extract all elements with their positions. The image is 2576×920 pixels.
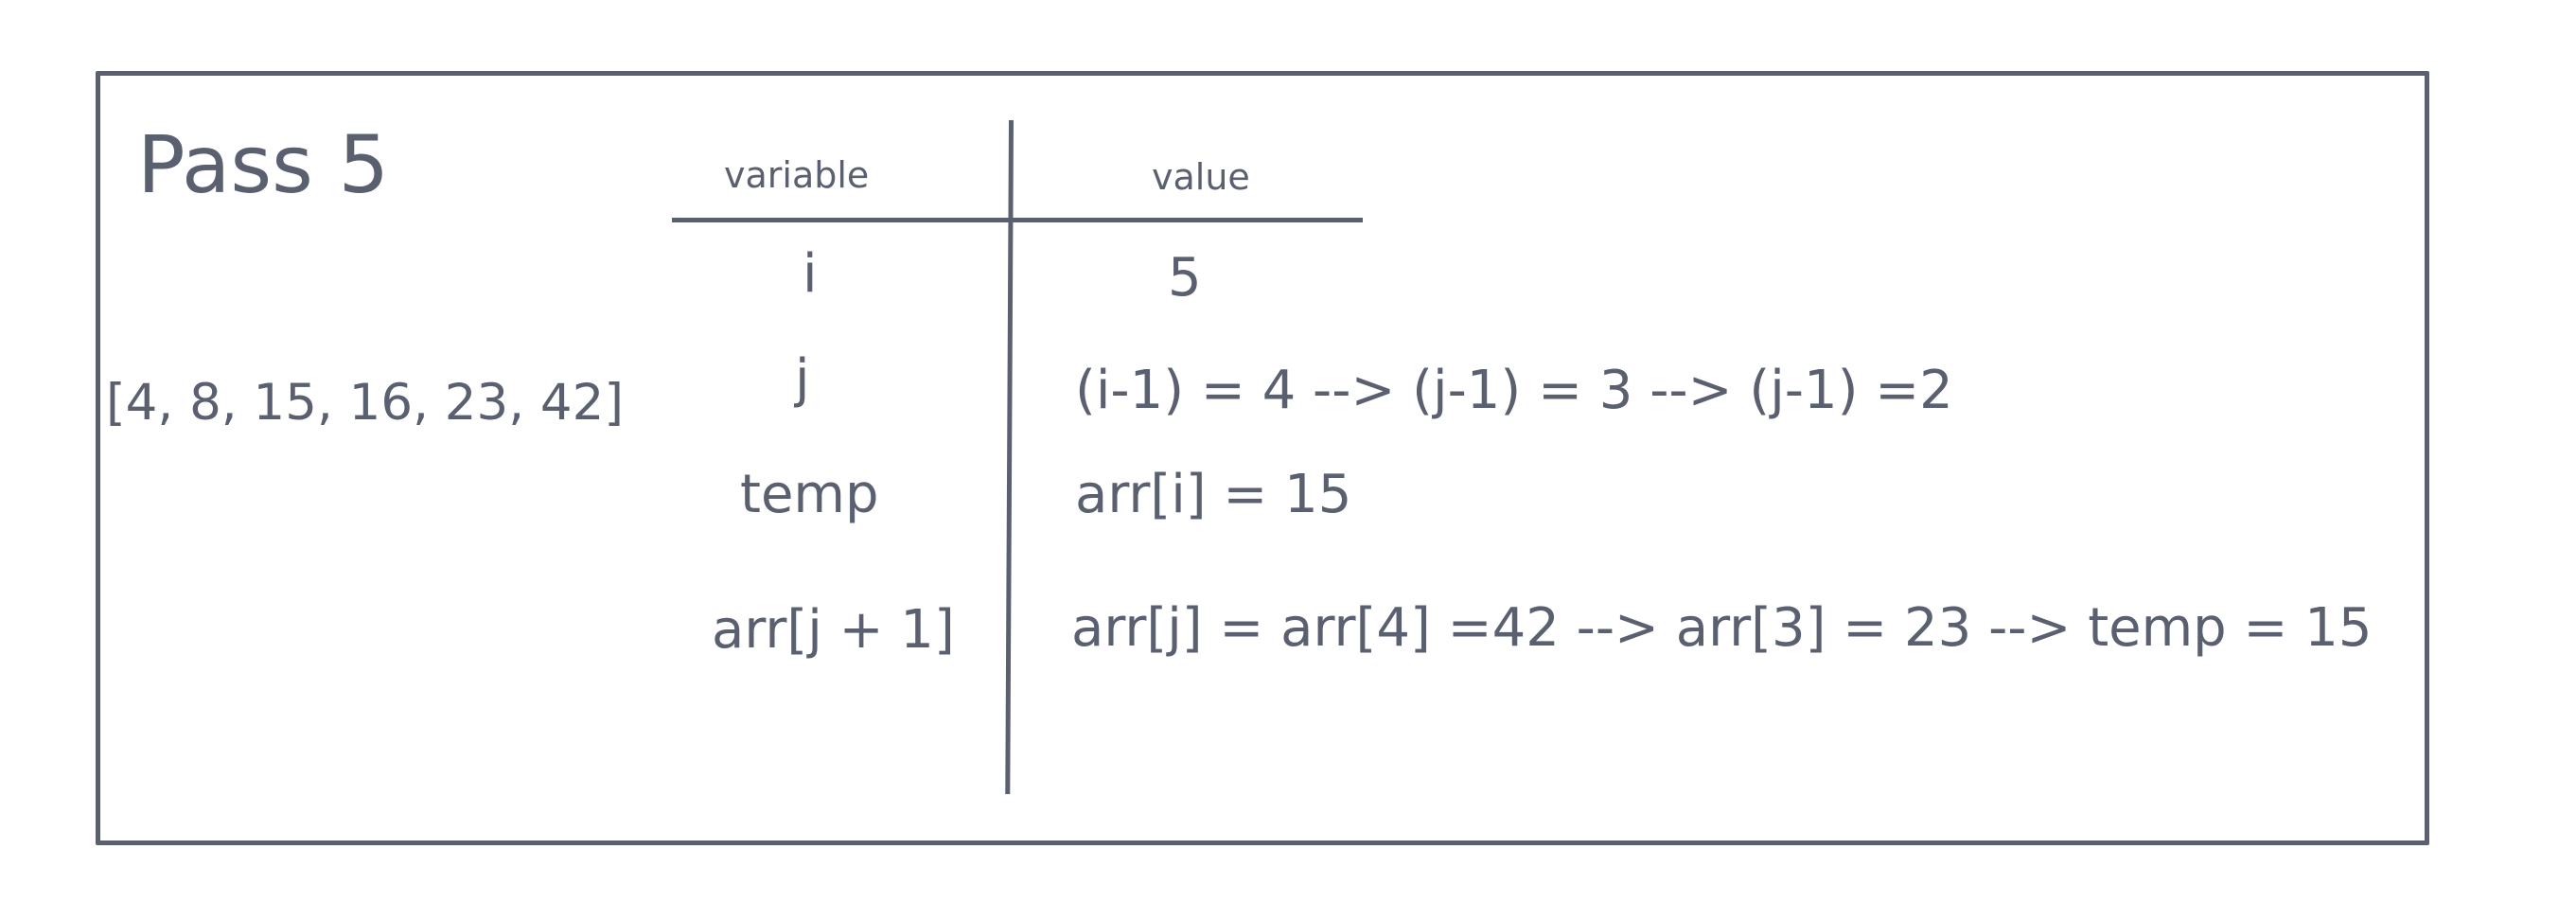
row-temp-variable: temp <box>740 464 879 525</box>
row-arr-variable: arr[j + 1] <box>712 599 955 661</box>
table-header-divider <box>672 218 1363 222</box>
row-i-value: 5 <box>1168 247 1202 309</box>
header-variable: variable <box>724 154 870 196</box>
header-value: value <box>1152 156 1250 198</box>
row-j-variable: j <box>795 348 810 410</box>
row-j-value: (i-1) = 4 --> (j-1) = 3 --> (j-1) =2 <box>1075 360 1953 421</box>
pass-title: Pass 5 <box>137 118 390 211</box>
array-state: [4, 8, 15, 16, 23, 42] <box>106 374 625 432</box>
pass-frame <box>96 71 2429 845</box>
row-arr-value: arr[j] = arr[4] =42 --> arr[3] = 23 --> … <box>1071 597 2373 659</box>
row-i-variable: i <box>803 243 818 305</box>
row-temp-value: arr[i] = 15 <box>1075 464 1352 525</box>
